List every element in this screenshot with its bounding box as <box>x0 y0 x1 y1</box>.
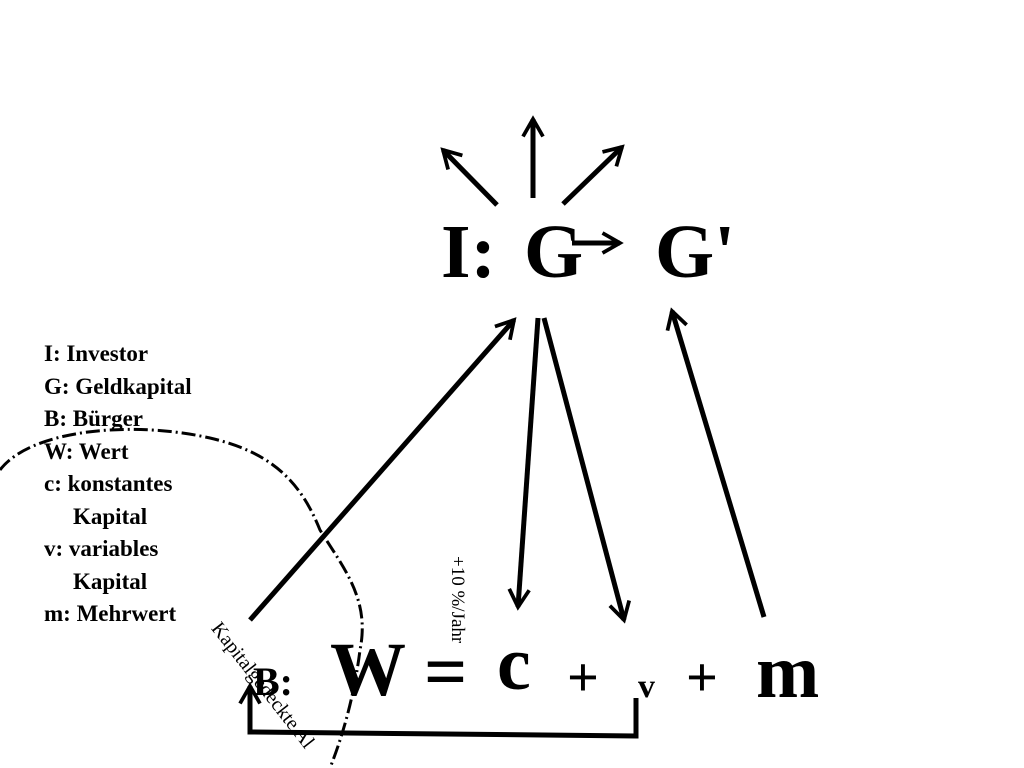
label-b: B: <box>253 659 293 704</box>
label-plus-1: + <box>567 647 599 709</box>
legend-item: B: Bürger <box>44 406 144 431</box>
arrow-up-right <box>561 144 625 206</box>
legend: I: Investor G: Geldkapital B: Bürger W: … <box>44 338 192 631</box>
legend-item: v: variables <box>44 536 159 561</box>
legend-item: W: Wert <box>44 438 129 464</box>
label-c: c <box>497 622 531 706</box>
label-plus-2: + <box>686 647 718 709</box>
legend-item: G: Geldkapital <box>44 373 192 399</box>
dashdot-boundary-curve <box>0 427 364 768</box>
arrow-m-to-gprime <box>665 307 767 618</box>
legend-item: I: Investor <box>44 341 149 366</box>
label-v: v <box>638 668 655 705</box>
arrow-g-to-c-left <box>507 317 541 611</box>
label-g: G <box>524 210 584 294</box>
label-m: m <box>756 630 820 714</box>
label-i: I: <box>441 210 496 294</box>
label-g-prime: G' <box>655 210 736 294</box>
arrow-g-to-c-right <box>541 317 631 624</box>
arrow-b-to-g <box>248 317 517 622</box>
label-w: W <box>330 628 406 712</box>
legend-item: c: konstantes <box>44 471 173 496</box>
arrow-up-left <box>440 147 499 207</box>
annotation-rate: +10 %/Jahr <box>447 556 468 644</box>
bracket-v-to-b <box>238 682 639 739</box>
label-equals: = <box>424 630 468 714</box>
legend-item: Kapital <box>73 503 148 529</box>
legend-item: Kapital <box>73 568 148 594</box>
legend-item: m: Mehrwert <box>44 601 177 626</box>
